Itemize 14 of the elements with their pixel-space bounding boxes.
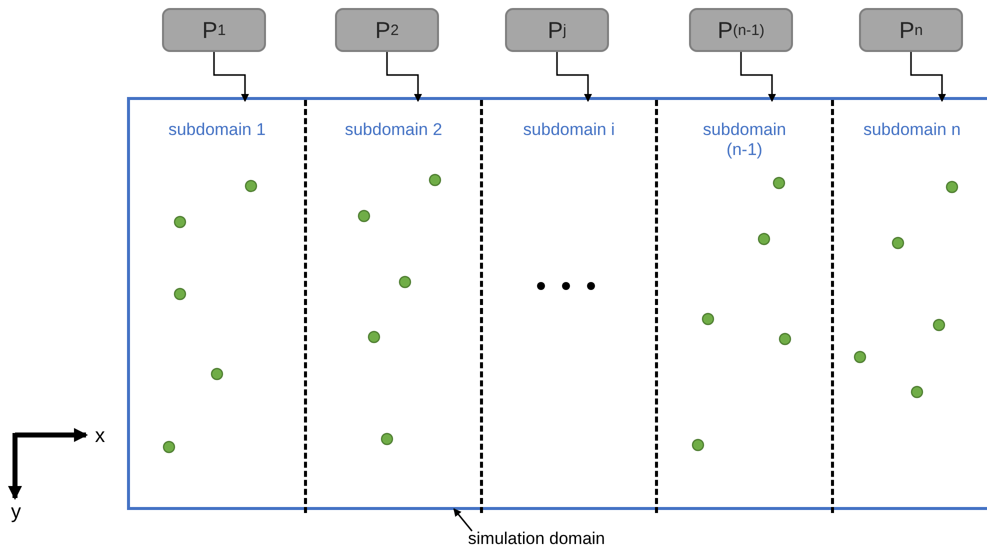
elbow-arrow (910, 52, 946, 102)
leader-line (453, 508, 473, 532)
subdomain-label: subdomain n (863, 120, 961, 140)
elbow-arrow (740, 52, 776, 102)
axis-label: y (11, 501, 21, 524)
subdomain-label: subdomain (n-1) (702, 120, 788, 160)
subdomain-label: subdomain 2 (344, 120, 442, 140)
subdomain-label: subdomain i (523, 120, 615, 140)
elbow-arrow (556, 52, 592, 102)
subdomain-label: subdomain 1 (168, 120, 266, 140)
elbow-arrow (386, 52, 422, 102)
elbow-arrow (213, 52, 249, 102)
caption-text: simulation domain (468, 529, 628, 548)
axis-label: x (95, 425, 105, 448)
